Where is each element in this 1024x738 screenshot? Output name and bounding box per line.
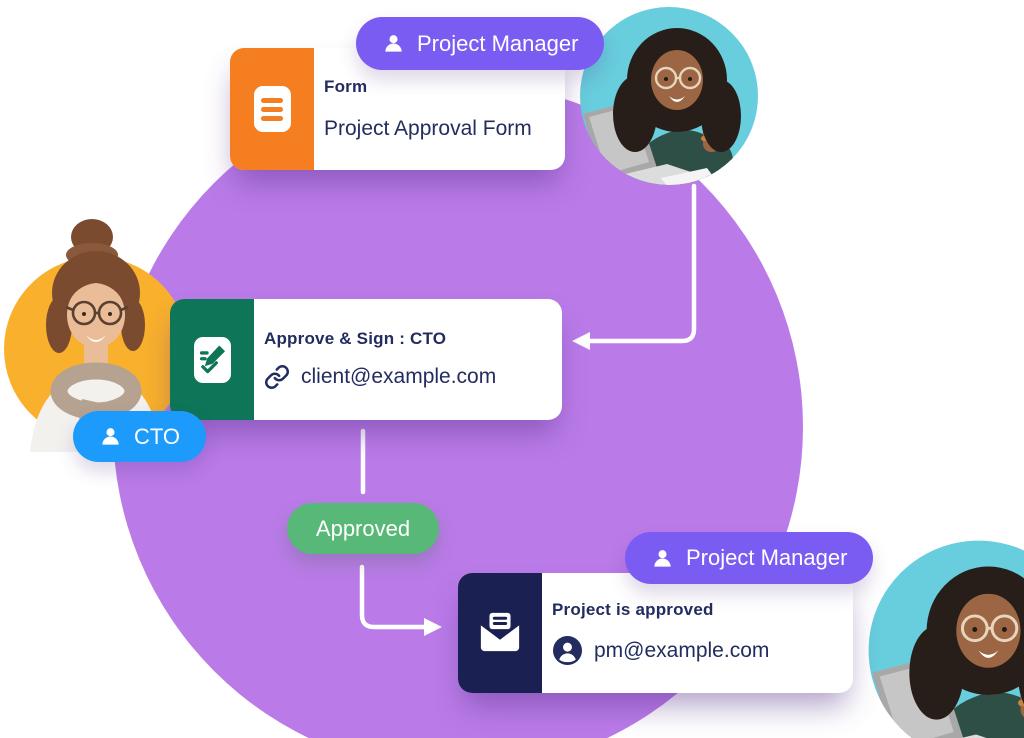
approve-card-panel: [170, 299, 254, 420]
user-icon: [99, 425, 122, 448]
pill-label: Project Manager: [417, 30, 579, 56]
approve-sign-card[interactable]: Approve & Sign : CTO client@example.com: [170, 299, 562, 420]
form-card-subtitle: Project Approval Form: [324, 117, 532, 140]
avatar-woman-laptop: [868, 540, 1024, 738]
pill-project-manager-bottom: Project Manager: [625, 532, 874, 584]
user-circle-icon: [552, 635, 583, 666]
pill-label: Project Manager: [686, 545, 848, 570]
avatar-face: [909, 566, 1024, 720]
notify-email: pm@example.com: [594, 638, 770, 662]
photo-project-manager-bottom: [855, 527, 1024, 738]
approved-notification-card[interactable]: Project is approved pm@example.com: [458, 573, 853, 693]
form-card-panel: [230, 48, 314, 170]
pill-label: CTO: [134, 423, 181, 449]
link-icon: [264, 364, 290, 390]
user-icon: [382, 32, 405, 55]
badge-label: Approved: [315, 515, 411, 541]
user-icon: [651, 547, 674, 570]
done-card-panel: [458, 573, 542, 693]
badge-approved: Approved: [287, 503, 439, 554]
avatar-face: [65, 271, 129, 348]
approver-email-link[interactable]: client@example.com: [301, 365, 497, 388]
pill-project-manager-top: Project Manager: [356, 17, 605, 70]
envelope-icon: [477, 611, 523, 655]
form-card-title: Form: [324, 77, 368, 96]
avatar-woman-laptop: [580, 7, 758, 185]
form-icon: [253, 86, 291, 132]
avatar-face: [613, 28, 741, 152]
done-card-title: Project is approved: [552, 600, 714, 619]
signature-icon: [193, 336, 231, 383]
approve-card-title: Approve & Sign : CTO: [264, 329, 447, 348]
pill-cto: CTO: [73, 411, 207, 462]
photo-project-manager-top: [569, 0, 769, 196]
